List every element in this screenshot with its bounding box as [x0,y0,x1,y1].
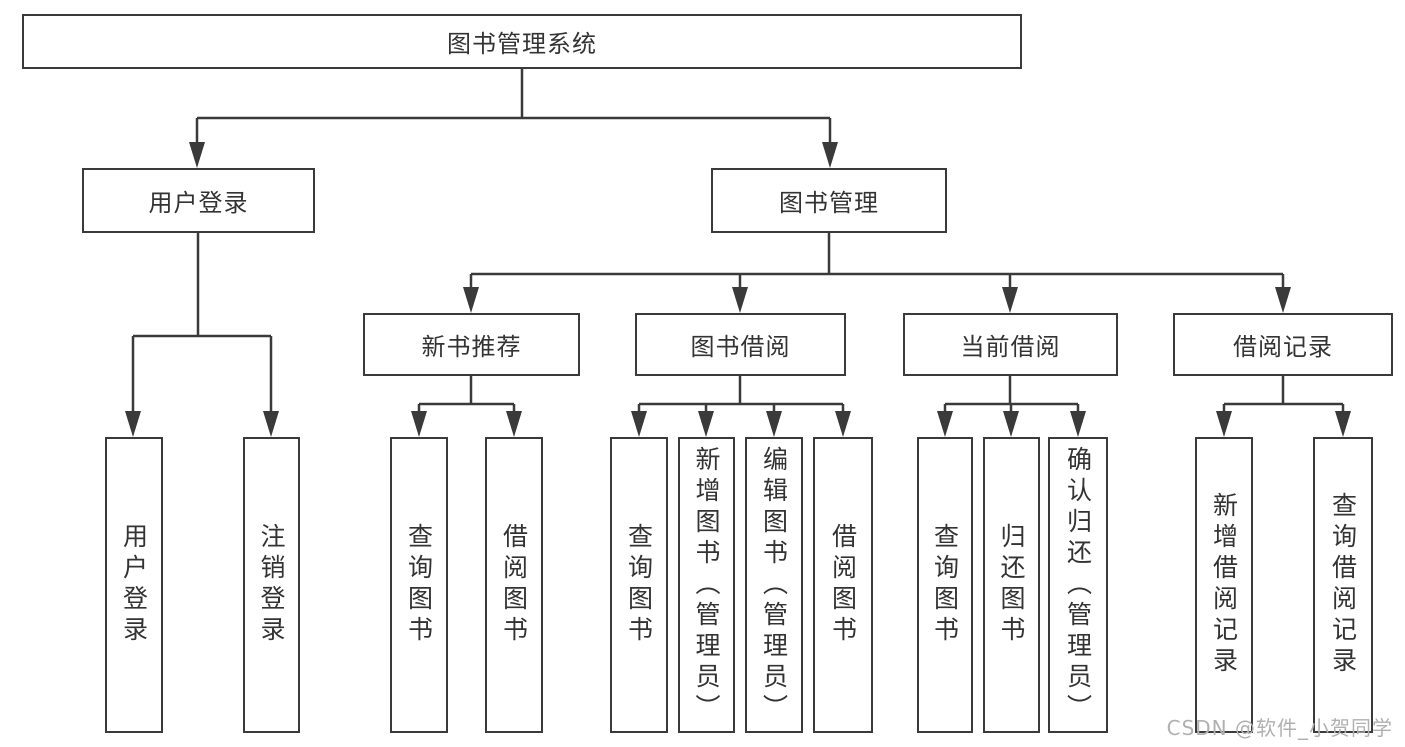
leaf-borrowing-edit-books-admin: 编辑图书（管理员） [745,437,803,733]
leaf-records-query-borrow-record: 查询借阅记录 [1313,437,1373,733]
leaf-recommend-query-books-label: 查询图书 [404,523,434,647]
leaf-records-add-borrow-record-label: 新增借阅记录 [1209,492,1239,678]
leaf-logout-label: 注销登录 [257,523,286,647]
leaf-borrowing-query-books-label: 查询图书 [624,523,654,647]
leaf-records-add-borrow-record: 新增借阅记录 [1195,437,1253,733]
leaf-current-query-books-label: 查询图书 [930,523,960,647]
node-new-book-recommendation-label: 新书推荐 [421,333,522,361]
leaf-user-login-label: 用户登录 [119,523,149,647]
leaf-current-return-books: 归还图书 [983,437,1040,733]
leaf-recommend-borrow-books: 借阅图书 [485,437,543,733]
leaf-borrowing-borrow-books: 借阅图书 [813,437,873,733]
node-current-borrowing: 当前借阅 [903,313,1118,376]
node-borrowing-records-label: 借阅记录 [1233,333,1333,361]
node-system-root-label: 图书管理系统 [447,30,597,58]
leaf-current-confirm-return-admin: 确认归还（管理员） [1048,437,1108,733]
leaf-current-query-books: 查询图书 [917,437,973,733]
leaf-recommend-query-books: 查询图书 [390,437,448,733]
node-new-book-recommendation: 新书推荐 [363,313,580,376]
node-borrowing-records: 借阅记录 [1173,313,1393,376]
node-book-management-module: 图书管理 [711,168,947,233]
leaf-borrowing-borrow-books-label: 借阅图书 [828,523,858,647]
leaf-borrowing-add-books-admin-label: 新增图书（管理员） [692,445,721,725]
node-user-login-module-label: 用户登录 [148,189,249,217]
csdn-watermark: CSDN @软件_小贺同学 [1166,716,1393,740]
node-system-root: 图书管理系统 [22,14,1022,69]
leaf-current-confirm-return-admin-label: 确认归还（管理员） [1063,445,1093,725]
leaf-borrowing-edit-books-admin-label: 编辑图书（管理员） [759,445,789,725]
leaf-logout: 注销登录 [243,437,300,733]
leaf-borrowing-add-books-admin: 新增图书（管理员） [678,437,735,733]
leaf-borrowing-query-books: 查询图书 [610,437,668,733]
leaf-current-return-books-label: 归还图书 [997,523,1026,647]
leaf-recommend-borrow-books-label: 借阅图书 [499,523,529,647]
leaf-user-login: 用户登录 [105,437,163,733]
node-book-management-module-label: 图书管理 [779,189,879,217]
arrowheads [125,142,1351,437]
leaf-records-query-borrow-record-label: 查询借阅记录 [1328,492,1358,678]
node-current-borrowing-label: 当前借阅 [960,333,1061,361]
node-user-login-module: 用户登录 [82,168,315,233]
node-book-borrowing-label: 图书借阅 [690,333,791,361]
node-book-borrowing: 图书借阅 [635,313,846,376]
